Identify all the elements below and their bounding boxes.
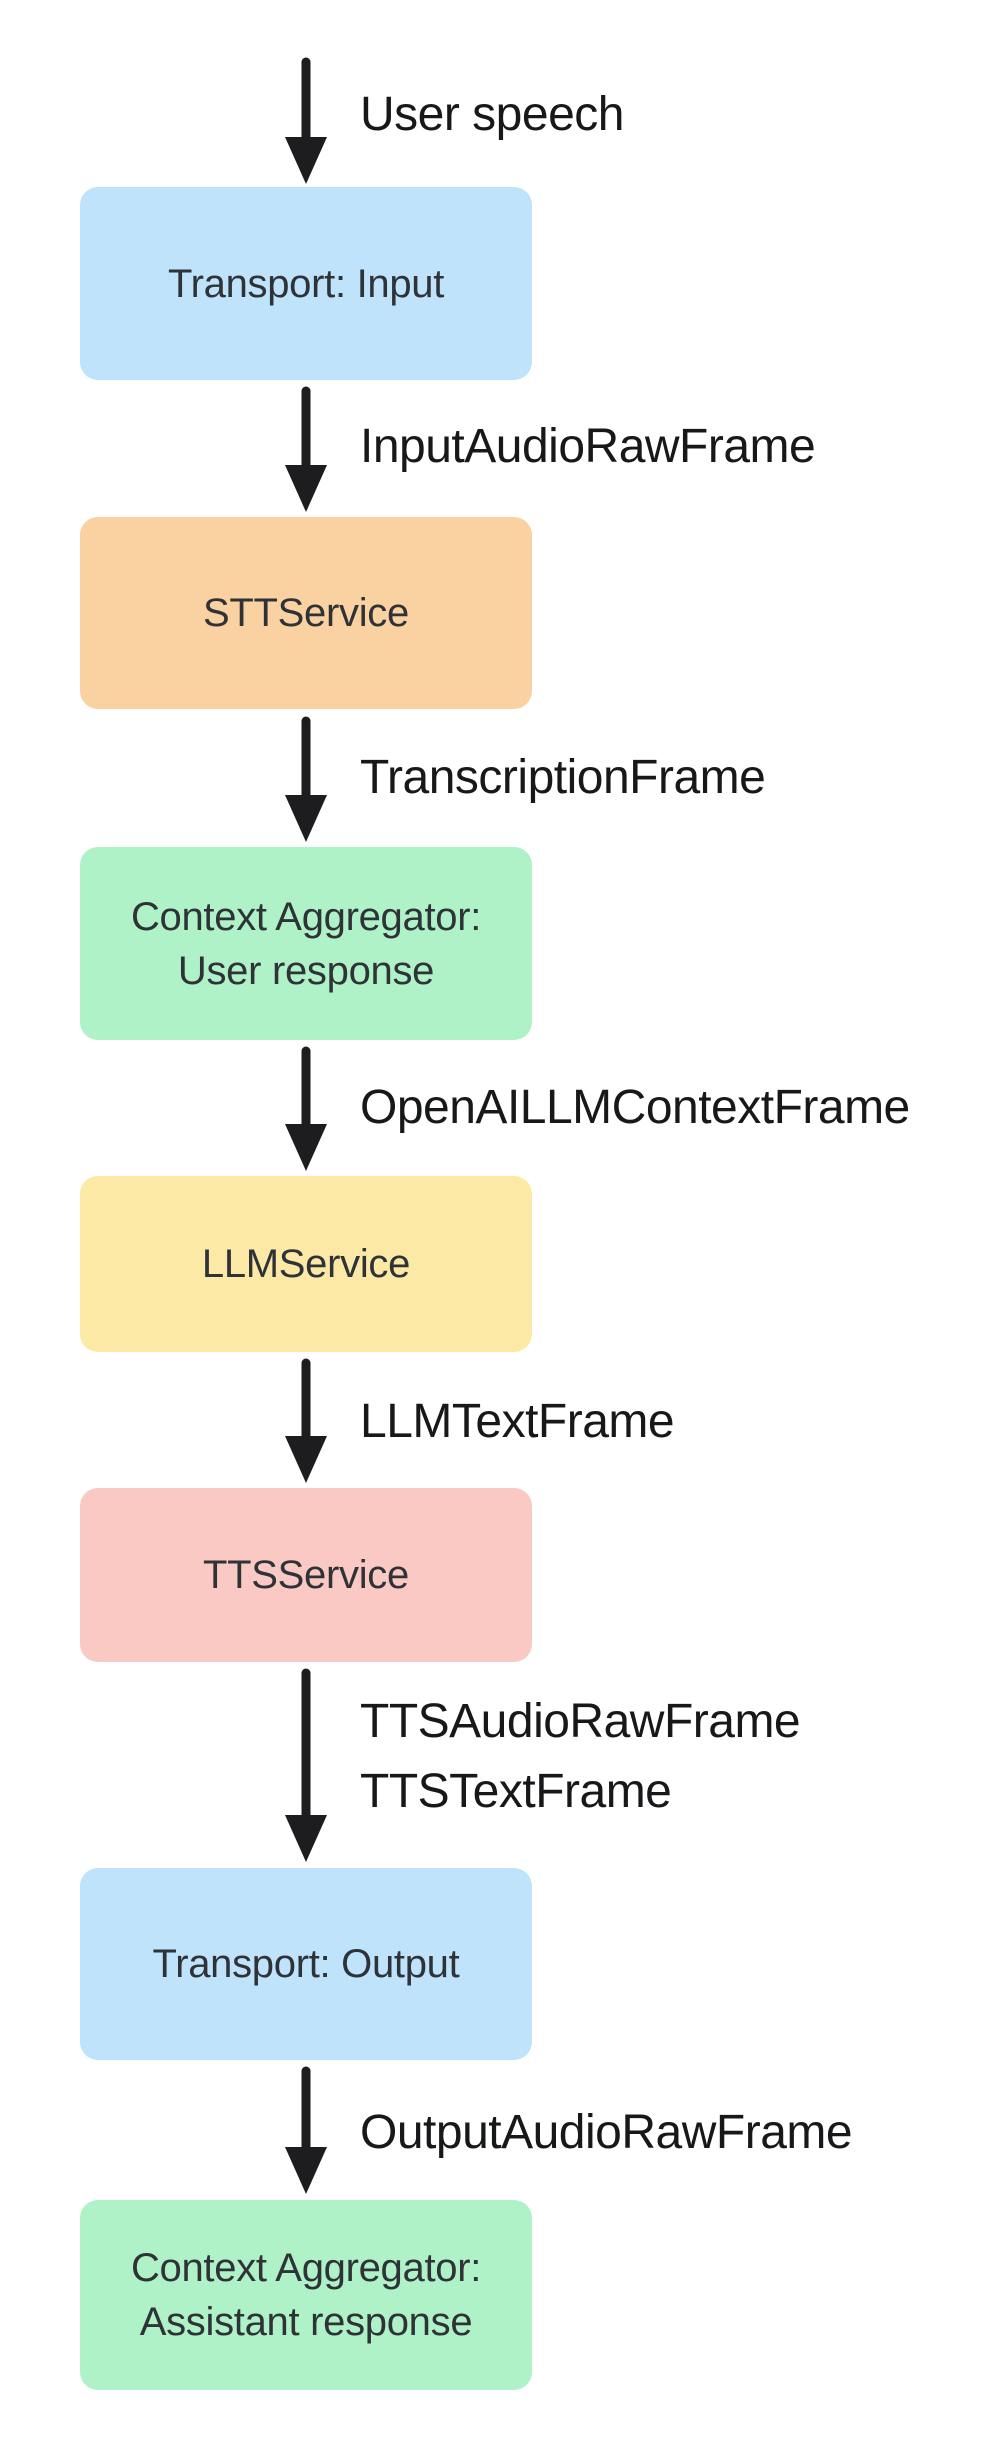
edge-label-line: OpenAILLMContextFrame xyxy=(360,1081,910,1134)
down-arrow-icon xyxy=(285,1046,327,1171)
node-label: Transport: Input xyxy=(167,261,445,306)
edge-label-input-audio-raw-frame: InputAudioRawFrame xyxy=(360,417,816,477)
node-label: Context Aggregator: xyxy=(130,2246,482,2290)
node-transport-input: Transport: Input xyxy=(80,187,532,380)
down-arrow-icon xyxy=(285,57,327,184)
node-context-aggregator-assistant: Context Aggregator: Assistant response xyxy=(80,2200,532,2390)
edge-label-line: User speech xyxy=(360,88,624,141)
edge-label-transcription-frame: TranscriptionFrame xyxy=(360,748,766,808)
node-label: LLMService xyxy=(201,1242,411,1286)
down-arrow-icon xyxy=(285,1358,327,1483)
edge-label-line: TranscriptionFrame xyxy=(360,751,766,804)
node-tts-service: TTSService xyxy=(80,1488,532,1662)
edge-label-line: OutputAudioRawFrame xyxy=(360,2106,853,2159)
edge-label-line: TTSTextFrame xyxy=(360,1765,672,1818)
edge-label-line: LLMTextFrame xyxy=(360,1395,675,1448)
node-label: TTSService xyxy=(203,1553,409,1597)
node-llm-service: LLMService xyxy=(80,1176,532,1352)
down-arrow-icon xyxy=(285,716,327,842)
down-arrow-icon xyxy=(285,2066,327,2194)
edge-label-user-speech: User speech xyxy=(360,85,624,145)
node-label: Transport: Output xyxy=(152,1942,460,1986)
node-label: Context Aggregator: xyxy=(130,894,482,939)
edge-label-output-audio-raw-frame: OutputAudioRawFrame xyxy=(360,2103,853,2163)
node-stt-service: STTService xyxy=(80,517,532,709)
edge-label-tts-frames: TTSAudioRawFrame TTSTextFrame xyxy=(360,1687,801,1827)
node-label: User response xyxy=(177,948,435,993)
edge-label-llm-text-frame: LLMTextFrame xyxy=(360,1392,675,1452)
edge-label-openai-llm-context-frame: OpenAILLMContextFrame xyxy=(360,1078,910,1138)
edge-label-line: TTSAudioRawFrame xyxy=(360,1695,801,1748)
down-arrow-icon xyxy=(285,1668,327,1862)
node-context-aggregator-user: Context Aggregator: User response xyxy=(80,847,532,1040)
node-transport-output: Transport: Output xyxy=(80,1868,532,2060)
down-arrow-icon xyxy=(285,386,327,512)
node-label: STTService xyxy=(203,591,409,635)
node-label: Assistant response xyxy=(139,2300,473,2344)
edge-label-line: InputAudioRawFrame xyxy=(360,420,816,473)
